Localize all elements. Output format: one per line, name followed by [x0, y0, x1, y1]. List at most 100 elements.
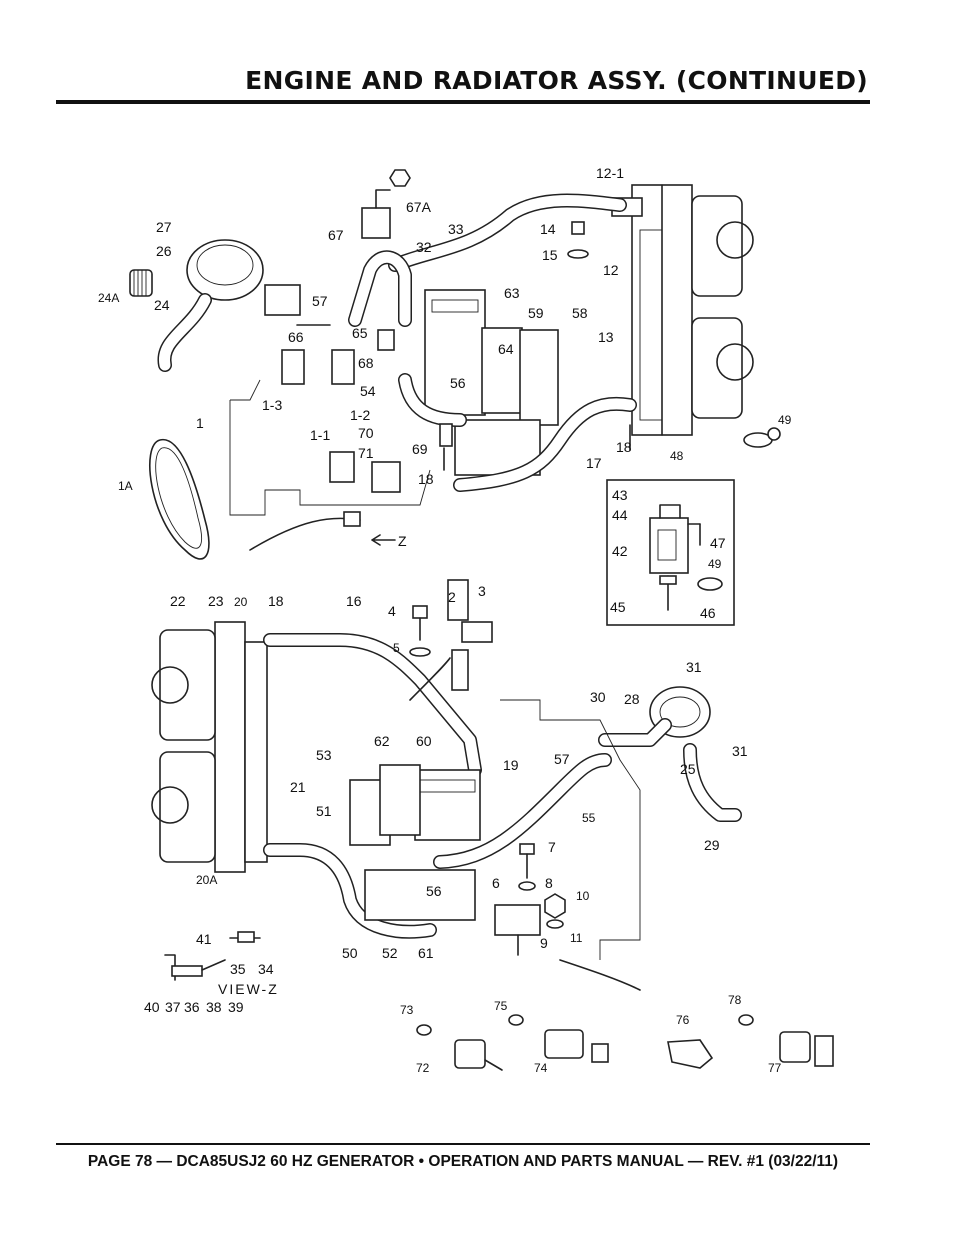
svg-text:1-1: 1-1 [310, 427, 330, 443]
svg-text:50: 50 [342, 945, 358, 961]
bottom-assembly: 22 23 20 18 16 2 3 4 5 31 30 28 31 25 53… [144, 579, 834, 1075]
svg-text:67A: 67A [406, 199, 432, 215]
svg-text:47: 47 [710, 535, 726, 551]
header-rule [56, 100, 870, 104]
svg-text:40: 40 [144, 999, 160, 1015]
svg-text:64: 64 [498, 341, 514, 357]
svg-text:51: 51 [316, 803, 332, 819]
svg-text:68: 68 [358, 355, 374, 371]
svg-text:62: 62 [374, 733, 390, 749]
svg-text:67: 67 [328, 227, 344, 243]
svg-text:4: 4 [388, 603, 396, 619]
svg-text:39: 39 [228, 999, 244, 1015]
svg-text:42: 42 [612, 543, 628, 559]
svg-text:76: 76 [676, 1013, 690, 1027]
svg-text:30: 30 [590, 689, 606, 705]
svg-text:31: 31 [686, 659, 702, 675]
top-assembly: 27 26 24A 24 67 67A 32 33 14 15 12-1 12 … [98, 165, 792, 560]
page-title: ENGINE AND RADIATOR ASSY. (CONTINUED) [245, 66, 868, 95]
inset-detail: 43 44 47 42 49 45 46 [606, 479, 735, 626]
svg-text:56: 56 [426, 883, 442, 899]
svg-text:73: 73 [400, 1003, 414, 1017]
svg-text:9: 9 [540, 935, 548, 951]
svg-text:1A: 1A [118, 479, 133, 493]
svg-text:65: 65 [352, 325, 368, 341]
svg-text:33: 33 [448, 221, 464, 237]
svg-text:11: 11 [570, 931, 583, 945]
svg-text:12: 12 [603, 262, 619, 278]
svg-text:27: 27 [156, 219, 172, 235]
svg-text:28: 28 [624, 691, 640, 707]
svg-text:66: 66 [288, 329, 304, 345]
svg-text:57: 57 [554, 751, 570, 767]
svg-text:72: 72 [416, 1061, 430, 1075]
svg-text:61: 61 [418, 945, 434, 961]
svg-text:20: 20 [234, 595, 248, 609]
svg-text:17: 17 [586, 455, 602, 471]
svg-text:12-1: 12-1 [596, 165, 624, 181]
svg-text:10: 10 [576, 889, 590, 903]
svg-text:VIEW-Z: VIEW-Z [218, 981, 279, 997]
svg-text:14: 14 [540, 221, 556, 237]
svg-text:59: 59 [528, 305, 544, 321]
svg-text:8: 8 [545, 875, 553, 891]
svg-text:13: 13 [598, 329, 614, 345]
svg-text:38: 38 [206, 999, 222, 1015]
svg-text:1-3: 1-3 [262, 397, 282, 413]
svg-text:18: 18 [616, 439, 632, 455]
svg-text:69: 69 [412, 441, 428, 457]
svg-text:56: 56 [450, 375, 466, 391]
svg-text:63: 63 [504, 285, 520, 301]
svg-text:58: 58 [572, 305, 588, 321]
svg-text:2: 2 [448, 589, 456, 605]
svg-text:19: 19 [503, 757, 519, 773]
svg-text:31: 31 [732, 743, 748, 759]
svg-text:Z: Z [398, 533, 407, 549]
svg-text:60: 60 [416, 733, 432, 749]
svg-text:41: 41 [196, 931, 212, 947]
svg-text:78: 78 [728, 993, 742, 1007]
svg-text:15: 15 [542, 247, 558, 263]
svg-text:70: 70 [358, 425, 374, 441]
svg-text:3: 3 [478, 583, 486, 599]
svg-text:24A: 24A [98, 291, 119, 305]
svg-text:55: 55 [582, 811, 596, 825]
page-footer: PAGE 78 — DCA85USJ2 60 HZ GENERATOR • OP… [87, 1153, 839, 1170]
svg-text:46: 46 [700, 605, 716, 621]
svg-text:6: 6 [492, 875, 500, 891]
svg-text:54: 54 [360, 383, 376, 399]
svg-text:48: 48 [670, 449, 684, 463]
svg-text:34: 34 [258, 961, 274, 977]
svg-text:57: 57 [312, 293, 328, 309]
svg-text:5: 5 [393, 641, 400, 655]
svg-text:22: 22 [170, 593, 186, 609]
svg-text:1-2: 1-2 [350, 407, 370, 423]
svg-text:45: 45 [610, 599, 626, 615]
svg-text:75: 75 [494, 999, 508, 1013]
svg-text:29: 29 [704, 837, 720, 853]
svg-text:43: 43 [612, 487, 628, 503]
svg-text:7: 7 [548, 839, 556, 855]
svg-text:24: 24 [154, 297, 170, 313]
svg-text:44: 44 [612, 507, 628, 523]
svg-text:18: 18 [268, 593, 284, 609]
svg-text:23: 23 [208, 593, 224, 609]
svg-text:20A: 20A [196, 873, 217, 887]
svg-text:18: 18 [418, 471, 434, 487]
svg-text:71: 71 [358, 445, 374, 461]
svg-text:53: 53 [316, 747, 332, 763]
engine-radiator-diagram: 27 26 24A 24 67 67A 32 33 14 15 12-1 12 … [98, 165, 834, 1075]
svg-text:16: 16 [346, 593, 362, 609]
svg-text:52: 52 [382, 945, 398, 961]
svg-text:37: 37 [165, 999, 181, 1015]
svg-text:32: 32 [416, 239, 432, 255]
svg-text:26: 26 [156, 243, 172, 259]
svg-text:49: 49 [708, 557, 722, 571]
svg-text:49: 49 [778, 413, 792, 427]
svg-text:35: 35 [230, 961, 246, 977]
svg-text:36: 36 [184, 999, 200, 1015]
svg-text:1: 1 [196, 415, 204, 431]
svg-text:25: 25 [680, 761, 696, 777]
svg-text:74: 74 [534, 1061, 548, 1075]
svg-text:21: 21 [290, 779, 306, 795]
